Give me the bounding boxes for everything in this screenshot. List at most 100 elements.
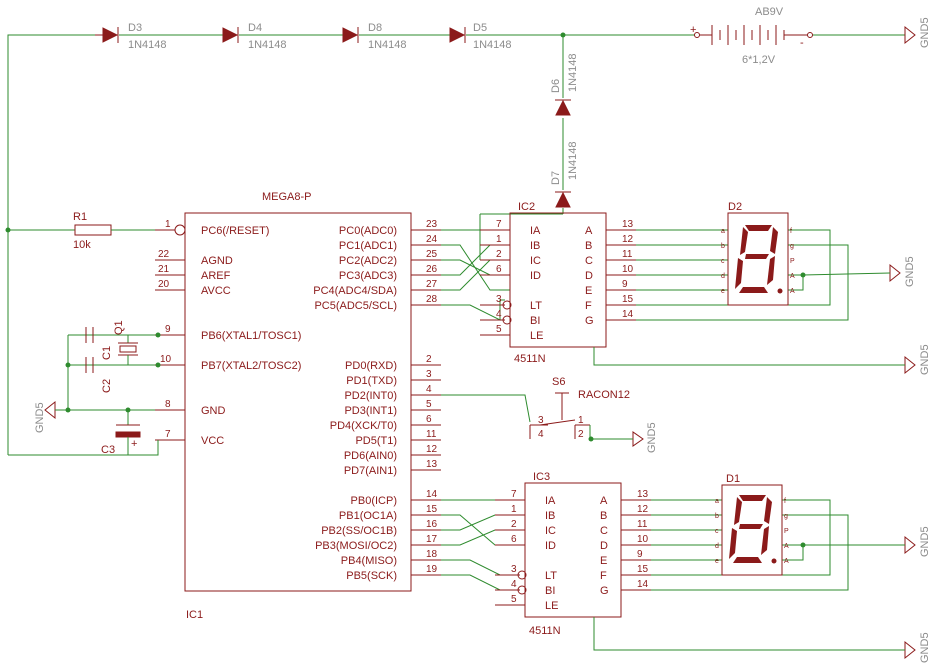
pin-number: 5 bbox=[426, 399, 432, 410]
pin-name: PC0(ADC0) bbox=[339, 225, 397, 237]
diode-d8: D8 1N4148 bbox=[342, 22, 407, 51]
pin-name: A bbox=[585, 225, 593, 237]
gnd-label: GND5 bbox=[919, 526, 931, 557]
pin-number: 14 bbox=[622, 309, 634, 320]
pin-name: PC1(ADC1) bbox=[339, 240, 397, 252]
seg-pin-label: a bbox=[721, 228, 725, 235]
pin-number: 16 bbox=[426, 519, 438, 530]
diode-ref: D5 bbox=[473, 22, 487, 34]
pin-number: 4 bbox=[511, 579, 517, 590]
seg-pin-label: e bbox=[721, 288, 725, 295]
pin-number: 4 bbox=[426, 384, 432, 395]
seg-pin-label: A bbox=[784, 558, 789, 565]
seg-pin-label: d bbox=[721, 273, 725, 280]
pin-name: E bbox=[600, 555, 607, 567]
resistor-ref: R1 bbox=[73, 211, 87, 223]
seg-pin-label: c bbox=[721, 258, 725, 265]
pin-name: D bbox=[600, 540, 608, 552]
diode-value: 1N4148 bbox=[128, 39, 167, 51]
mcu-ref: IC1 bbox=[186, 609, 203, 621]
pin-name: PB1(OC1A) bbox=[339, 510, 397, 522]
pin-name: PB2(SS/OC1B) bbox=[321, 525, 397, 537]
gnd-label: GND5 bbox=[919, 344, 931, 375]
cap-c1-label: C1 bbox=[101, 346, 113, 360]
gnd-label: GND5 bbox=[919, 17, 931, 48]
diode-value: 1N4148 bbox=[473, 39, 512, 51]
battery-minus-sign: - bbox=[800, 37, 804, 49]
gnd-symbol-d1: GND5 bbox=[904, 526, 931, 557]
pin-number: 20 bbox=[158, 279, 170, 290]
battery-ab9v: + - AB9V 6*1,2V bbox=[690, 6, 813, 66]
pin-number: 23 bbox=[426, 219, 438, 230]
diode-ref: D6 bbox=[550, 79, 562, 93]
pin-number: 11 bbox=[637, 519, 648, 530]
pin-name: ID bbox=[530, 270, 541, 282]
resistor-value: 10k bbox=[73, 239, 91, 251]
pin-number: 1 bbox=[511, 504, 517, 515]
seg-pin-label: e bbox=[715, 558, 719, 565]
pin-name: IC bbox=[545, 525, 556, 537]
pin-number: 9 bbox=[637, 549, 643, 560]
pin-number: 19 bbox=[426, 564, 438, 575]
seven-seg-display-d1: D1 a b c d e f g P A A bbox=[715, 473, 789, 576]
mcu-name: MEGA8-P bbox=[262, 191, 312, 203]
crystal-q1-label: Q1 bbox=[113, 320, 125, 335]
battery-value: 6*1,2V bbox=[742, 54, 776, 66]
seg-pin-label: f bbox=[790, 228, 792, 235]
pin-name: LT bbox=[545, 570, 557, 582]
diode-d6: D6 1N4148 bbox=[550, 53, 579, 116]
pin-name: LE bbox=[545, 600, 558, 612]
pin-number: 14 bbox=[426, 489, 438, 500]
pin-number: 10 bbox=[160, 354, 172, 365]
seg-pin-label: A bbox=[790, 273, 795, 280]
resistor-r1: R1 10k bbox=[5, 211, 165, 251]
diode-ref: D3 bbox=[128, 22, 142, 34]
pin-name: PB6(XTAL1/TOSC1) bbox=[201, 330, 301, 342]
pin-name: PD5(T1) bbox=[355, 435, 397, 447]
seg-pin-label: g bbox=[790, 243, 794, 250]
pin-number: 11 bbox=[426, 429, 437, 440]
pin-name: F bbox=[600, 570, 607, 582]
seg-pin-label: A bbox=[790, 288, 795, 295]
display-ref: D2 bbox=[728, 201, 742, 213]
pin-name: PB0(ICP) bbox=[351, 495, 397, 507]
pin-number: 2 bbox=[511, 519, 517, 530]
pin-name: LT bbox=[530, 300, 542, 312]
seg-pin-label: f bbox=[784, 498, 786, 505]
pin-number: 17 bbox=[426, 534, 438, 545]
pin-number: 10 bbox=[622, 264, 634, 275]
pin-name: PC2(ADC2) bbox=[339, 255, 397, 267]
pin-number: 13 bbox=[622, 219, 634, 230]
gnd-symbol-d2: GND5 bbox=[889, 256, 916, 287]
pin-name: PD3(INT1) bbox=[344, 405, 397, 417]
diode-ref: D8 bbox=[368, 22, 382, 34]
top-rail-wires bbox=[7, 32, 905, 455]
pin-name: G bbox=[600, 585, 609, 597]
diode-d5: D5 1N4148 bbox=[449, 22, 512, 51]
gnd-symbol-switch: GND5 bbox=[632, 422, 658, 453]
pin-name: LE bbox=[530, 330, 543, 342]
diode-d7: D7 1N4148 bbox=[550, 141, 579, 208]
pin-number: 2 bbox=[426, 354, 432, 365]
pin-name: PC5(ADC5/SCL) bbox=[314, 300, 397, 312]
diode-value: 1N4148 bbox=[248, 39, 287, 51]
pin-name: PD6(AIN0) bbox=[344, 450, 397, 462]
pin-name: PC6(/RESET) bbox=[201, 225, 269, 237]
decoder-value: 4511N bbox=[514, 353, 546, 365]
pin-number: 8 bbox=[165, 399, 171, 410]
pin-name: GND bbox=[201, 405, 226, 417]
seg-pin-label: a bbox=[715, 498, 719, 505]
seg-pin-label: c bbox=[715, 528, 719, 535]
pin-name: IA bbox=[545, 495, 556, 507]
pin-number: 4 bbox=[496, 309, 502, 320]
cap-c3-plus: + bbox=[131, 438, 137, 450]
diode-ref: D7 bbox=[550, 171, 562, 185]
pin-name: B bbox=[600, 510, 607, 522]
switch-pin-3: 3 bbox=[538, 415, 544, 426]
pin-number: 7 bbox=[511, 489, 517, 500]
pin-name: PD7(AIN1) bbox=[344, 465, 397, 477]
pin-name: BI bbox=[530, 315, 540, 327]
switch-s6: S6 RACON12 3 4 1 2 bbox=[441, 376, 633, 442]
pin-number: 11 bbox=[622, 249, 633, 260]
